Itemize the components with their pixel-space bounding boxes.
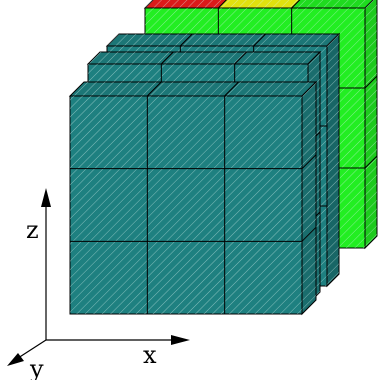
- front-layer-top-cell-hatch: [224, 82, 316, 96]
- middle-layer-2-top-cell-hatch: [180, 34, 266, 46]
- middle-layer-1-top-cell-hatch: [234, 52, 320, 64]
- x-axis-label: x: [143, 341, 157, 369]
- back-layer-top-cell-hatch: [291, 0, 373, 8]
- back-layer-side-face-hatch: [365, 0, 377, 248]
- back-layer-side-divider: [364, 75, 378, 89]
- front-layer-top-cell-hatch: [70, 82, 162, 96]
- back-layer-side-divider: [364, 155, 378, 169]
- front-layer-side-divider: [301, 154, 317, 170]
- x-axis-arrowhead: [171, 335, 190, 345]
- y-axis-arrowhead: [7, 353, 24, 366]
- middle-layer-1-top-cell-hatch: [161, 52, 247, 64]
- z-axis-arrowhead: [41, 188, 51, 207]
- front-layer-side-divider: [301, 226, 317, 242]
- middle-layer-2-top-cell-hatch: [253, 34, 339, 46]
- coordinate-axes: z x y: [7, 188, 190, 380]
- back-layer-top-cell-hatch: [145, 0, 227, 8]
- middle-layer-2-edge-hatch: [327, 34, 339, 286]
- z-axis-label: z: [26, 216, 39, 244]
- back-layer-top-cell-hatch: [218, 0, 300, 8]
- front-layer-top-cell-hatch: [147, 82, 239, 96]
- middle-layer-1-top-cell-hatch: [88, 52, 174, 64]
- y-axis-label: y: [29, 355, 44, 380]
- middle-layer-2-top-cell-hatch: [107, 34, 193, 46]
- front-layer-front-face-hatch: [70, 96, 302, 314]
- front-layer-side-face-hatch: [302, 82, 316, 314]
- cube-blocks: [68, 0, 378, 316]
